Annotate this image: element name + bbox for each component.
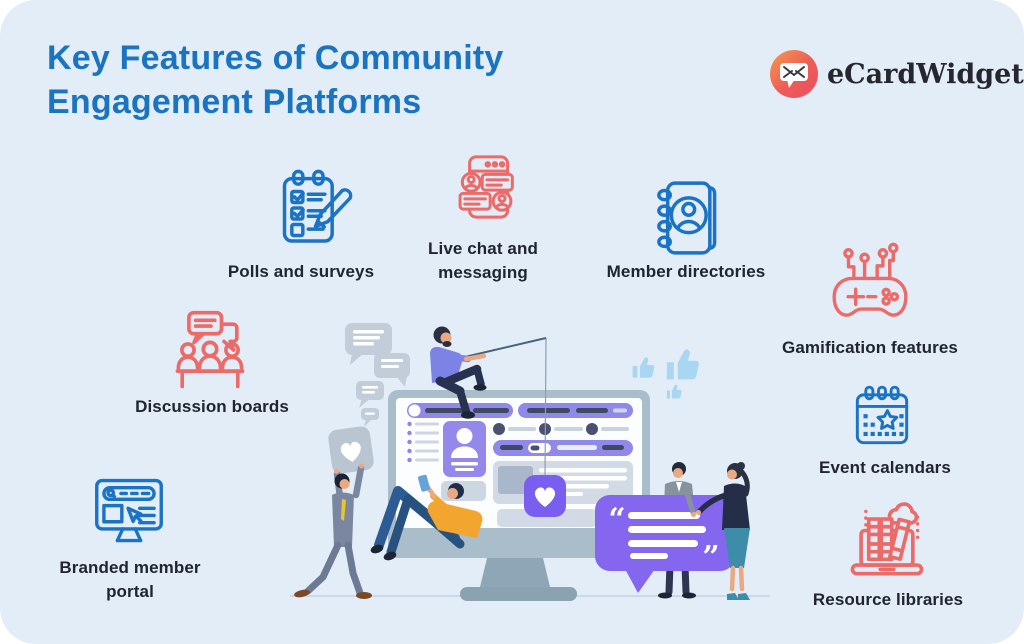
title-line-1: Key Features of Community: [47, 39, 504, 77]
game-controller-icon: [827, 239, 913, 325]
ecardwidget-logo: eCardWidget: [770, 50, 1024, 98]
quote-close: ”: [702, 540, 719, 575]
platform-ui: [407, 403, 633, 527]
laptop-books-icon: [840, 498, 932, 590]
quote-open: “: [608, 502, 625, 537]
suit-man-heart-sign: [294, 426, 374, 599]
feature-label: Event calendars: [819, 458, 951, 477]
thumbs-up-icons: [632, 349, 699, 399]
purple-quote-bubble: “ ”: [595, 495, 735, 593]
reclining-man: [370, 474, 483, 561]
feature-label: Live chat and messaging: [428, 239, 538, 282]
community-illustration: “ ”: [280, 315, 780, 605]
people-meeting-icon: [164, 305, 256, 397]
envelope-chat-icon: [770, 50, 818, 98]
logo-text: eCardWidget: [827, 58, 1024, 90]
calendar-star-icon: [845, 381, 919, 455]
standing-woman: [696, 462, 750, 600]
clipboard-checklist-icon: [268, 164, 356, 252]
title-line-2: Engagement Platforms: [47, 83, 422, 121]
feature-label: Discussion boards: [135, 397, 289, 416]
browser-monitor-icon: [86, 468, 172, 554]
gray-speech-bubbles: [345, 323, 410, 427]
address-book-icon: [642, 174, 730, 262]
fishing-man: [430, 326, 547, 419]
feature-label: Branded member portal: [59, 558, 201, 601]
heart-app-icon: [524, 337, 566, 517]
feature-label: Resource libraries: [812, 590, 964, 609]
feature-label: Member directories: [606, 262, 766, 281]
feature-label: Polls and surveys: [227, 262, 375, 281]
feature-label: Gamification features: [782, 338, 958, 357]
standing-man-arm: [683, 487, 696, 515]
page-title: Key Features of Community Engagement Pla…: [47, 36, 587, 124]
chat-window-icon: [449, 149, 525, 225]
